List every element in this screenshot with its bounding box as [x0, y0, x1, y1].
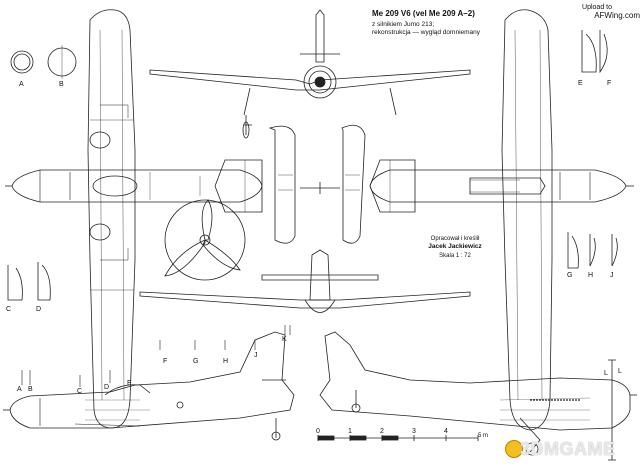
side-label-k: K	[282, 336, 287, 343]
scale-tick-3: 3	[412, 428, 416, 435]
section-e-profile	[581, 30, 597, 73]
section-label-c: C	[6, 306, 12, 313]
side-label-b: B	[28, 386, 33, 393]
side-label-j: J	[254, 352, 258, 359]
section-label-a: A	[19, 81, 24, 88]
top-view-aircraft	[5, 9, 263, 429]
tail-section-left	[268, 125, 296, 244]
scale-tick-4: 4	[444, 428, 448, 435]
credit-line-2: AFWing.com	[594, 11, 640, 20]
section-label-h: H	[588, 272, 594, 279]
side-label-d: D	[104, 384, 110, 391]
tail-section-right	[341, 124, 366, 244]
scale-bar-unit: 5 m	[478, 433, 489, 439]
scale-tick-0: 0	[316, 428, 320, 435]
section-a-circle	[10, 50, 34, 74]
propeller-disc	[164, 199, 246, 281]
section-g-profile	[567, 232, 579, 269]
section-label-b: B	[59, 81, 64, 88]
bottom-view-aircraft	[369, 9, 634, 431]
scale-bar	[317, 435, 479, 441]
scale-tick-1: 1	[348, 428, 352, 435]
section-j-profile	[611, 234, 618, 267]
scale-tick-2: 2	[380, 428, 384, 435]
side-view-section-markers	[21, 325, 291, 387]
section-label-g: G	[567, 272, 573, 279]
front-view-bottom	[139, 249, 471, 313]
side-label-h: H	[223, 358, 229, 365]
section-f-profile	[599, 30, 608, 74]
section-label-j: J	[610, 272, 614, 279]
watermark-logo-icon	[505, 440, 523, 458]
section-label-e: E	[578, 80, 583, 87]
section-d-profile	[37, 262, 51, 301]
side-label-l-right: L	[604, 370, 608, 377]
watermark: 3DMGAME	[520, 439, 616, 459]
side-view-left	[3, 331, 295, 441]
section-label-f: F	[607, 80, 612, 87]
side-label-g: G	[193, 358, 199, 365]
side-label-e: E	[127, 380, 132, 387]
drawing-scale: Skala 1 : 72	[439, 253, 471, 259]
section-b-circle	[47, 45, 77, 79]
front-view-top	[149, 9, 471, 139]
diagram-title: Me 209 V6 (vel Me 209 A–2)	[372, 9, 475, 18]
side-view-right	[319, 331, 637, 461]
author-name: Jacek Jackiewicz	[428, 243, 482, 250]
fin-top-view	[300, 182, 340, 194]
diagram-subtitle: z silnikiem Jumo 213; rekonstrukcja — wy…	[372, 21, 481, 36]
credit-line-1: Upload to	[582, 4, 612, 11]
section-label-d: D	[36, 306, 42, 313]
side-label-l-right-2: L	[618, 368, 622, 375]
side-label-f: F	[163, 358, 168, 365]
side-label-c: C	[77, 388, 83, 395]
section-c-profile	[7, 265, 23, 301]
author-label: Opracował i kreślił	[430, 236, 480, 242]
section-h-profile	[589, 234, 596, 267]
side-label-a: A	[17, 386, 22, 393]
